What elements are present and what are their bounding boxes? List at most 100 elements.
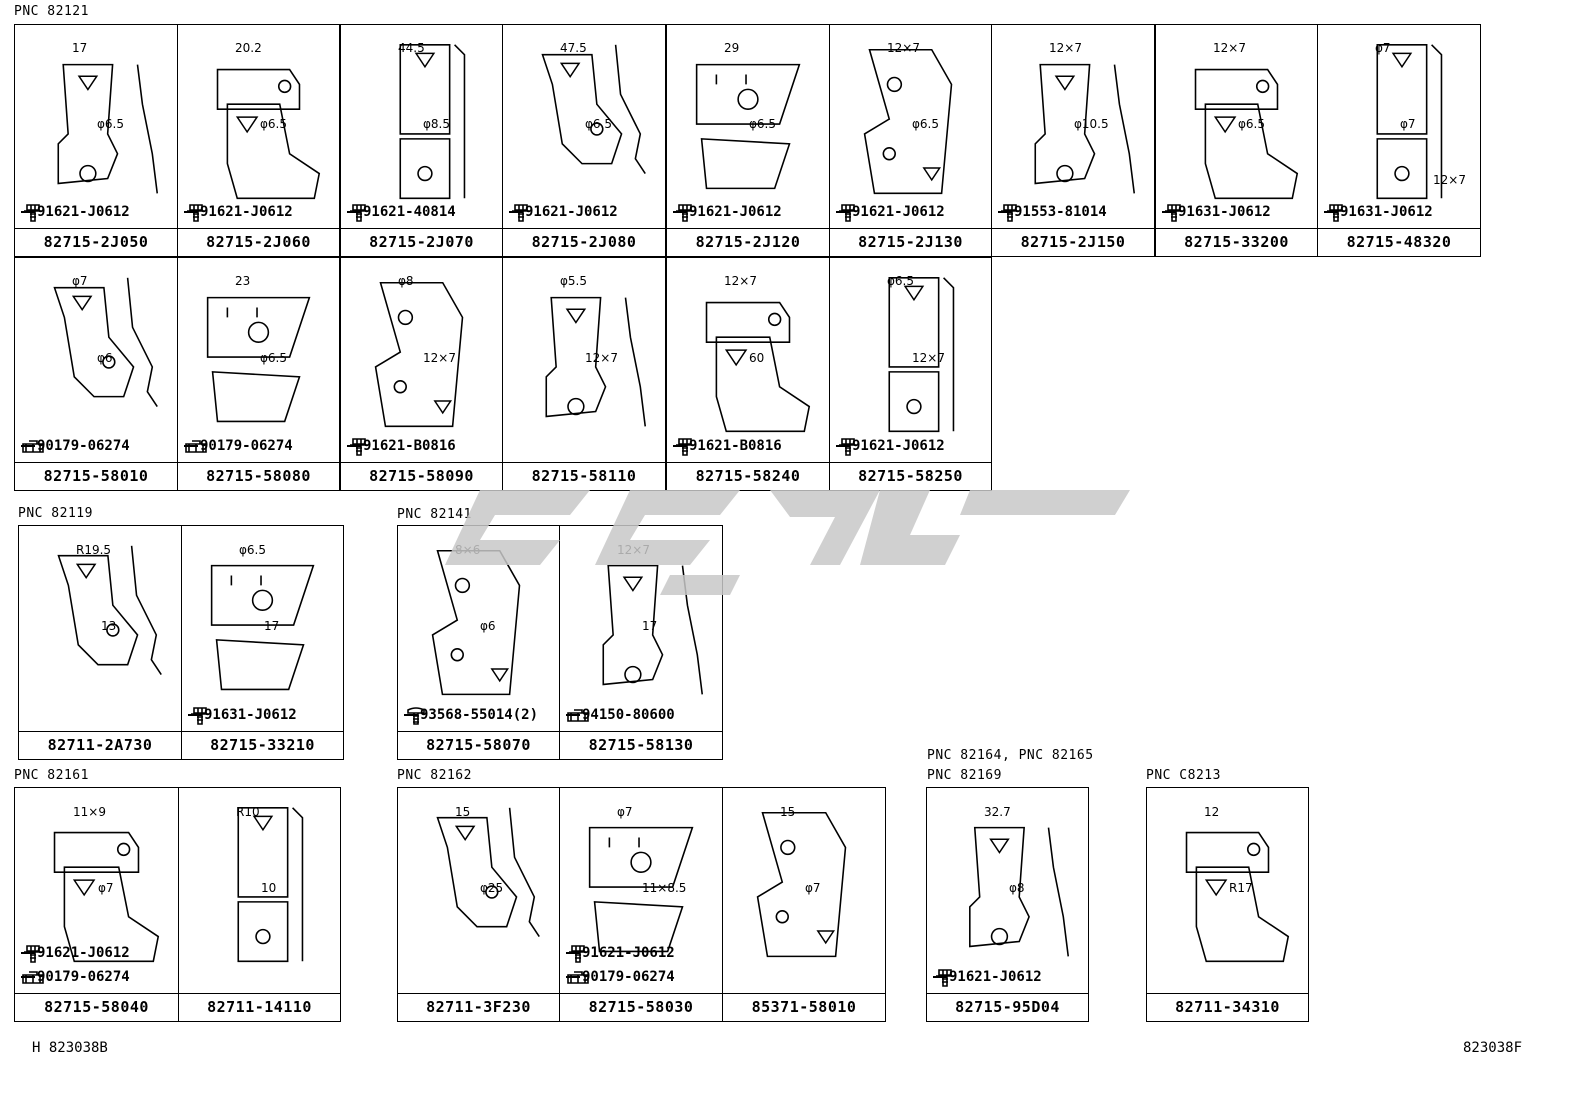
- fastener-callout: 91621-J0612: [673, 204, 782, 222]
- dimension-label: φ6: [97, 351, 113, 365]
- part-drawing-svg: [1194, 68, 1299, 200]
- part-drawing: [15, 258, 177, 462]
- part-number: 82715-58040: [15, 993, 178, 1021]
- part-drawing: [503, 258, 665, 462]
- part-number: 82715-58010: [15, 462, 177, 490]
- part-number: 82715-2J070: [341, 228, 502, 256]
- dimension-label: 15: [455, 805, 471, 819]
- pnc-label-82121: PNC 82121: [14, 4, 89, 19]
- dimension-label: φ7: [1375, 41, 1391, 55]
- part-number: 82715-58110: [503, 462, 665, 490]
- part-drawing-svg: [399, 44, 466, 200]
- part-drawing: [1318, 25, 1480, 228]
- watermark-logo: [445, 490, 1130, 595]
- part-drawing: [1156, 25, 1317, 228]
- part-number: 82715-2J150: [992, 228, 1154, 256]
- part-drawing: [19, 526, 181, 731]
- dimension-label: 10: [261, 881, 277, 895]
- part-drawing: [927, 788, 1088, 993]
- part-drawing-svg: [57, 63, 159, 194]
- part-drawing-svg: [756, 811, 847, 958]
- fastener-number: 90179-06274: [582, 969, 675, 985]
- dimension-label: 12×7: [724, 274, 757, 288]
- dimension-label: R10: [236, 805, 260, 819]
- part-drawing-svg: [216, 68, 321, 200]
- part-drawing-svg: [545, 296, 647, 427]
- part-drawing-svg: [541, 44, 646, 174]
- fastener-callout: 91631-J0612: [188, 707, 297, 725]
- part-drawing: [667, 258, 829, 462]
- part-drawing: [560, 788, 722, 993]
- part-number: 82715-58070: [398, 731, 559, 759]
- fastener-callout: 91553-81014: [998, 204, 1107, 222]
- part-drawing: [179, 788, 340, 993]
- fastener-number: 91621-J0612: [852, 438, 945, 454]
- part-number: 82711-14110: [179, 993, 340, 1021]
- fastener-callout: 91621-J0612: [184, 204, 293, 222]
- part-drawing-svg: [57, 545, 162, 675]
- fastener-callout: 91631-J0612: [1162, 204, 1271, 222]
- dimension-label: φ8.5: [423, 117, 450, 131]
- part-number: 82715-2J060: [178, 228, 339, 256]
- part-number: 82715-2J050: [15, 228, 177, 256]
- fastener-callout: 94150-80600: [566, 707, 675, 723]
- dimension-label: 11×9: [73, 805, 106, 819]
- part-drawing-svg: [1185, 831, 1290, 963]
- fastener-callout: 91631-J0612: [1324, 204, 1433, 222]
- dimension-label: 17: [264, 619, 280, 633]
- footer-left-code: H 823038B: [32, 1040, 108, 1056]
- part-drawing: [341, 25, 502, 228]
- dimension-label: φ6.5: [1238, 117, 1265, 131]
- part-drawing: [830, 258, 991, 462]
- part-number: 82715-2J120: [667, 228, 829, 256]
- part-number: 82715-58090: [341, 462, 502, 490]
- dimension-label: 32.7: [984, 805, 1011, 819]
- fastener-number: 91621-J0612: [200, 204, 293, 220]
- part-cell-82711-14110[interactable]: R10 10 82711-14110: [178, 787, 341, 1022]
- part-number: 82715-58130: [560, 731, 722, 759]
- pnc-label-c8213: PNC C8213: [1146, 768, 1221, 783]
- part-drawing-svg: [588, 826, 694, 953]
- dimension-label: φ6.5: [887, 274, 914, 288]
- part-drawing-svg: [237, 807, 304, 963]
- fastener-callout: 93568-55014(2): [404, 707, 538, 725]
- fastener-callout: 91621-J0612: [21, 204, 130, 222]
- dimension-label: 13: [101, 619, 117, 633]
- fastener-callout: 91621-J0612: [21, 945, 130, 963]
- dimension-label: 12: [1204, 805, 1220, 819]
- part-number: 82715-33200: [1156, 228, 1317, 256]
- dimension-label: R19.5: [76, 543, 112, 557]
- dimension-label: φ8: [1009, 881, 1025, 895]
- dimension-label: 15: [780, 805, 796, 819]
- fastener-callout: 90179-06274: [566, 969, 675, 985]
- part-drawing: [178, 258, 339, 462]
- dimension-label: 11×8.5: [642, 881, 687, 895]
- fastener-number: 91621-J0612: [582, 945, 675, 961]
- part-drawing: [341, 258, 502, 462]
- part-drawing: [1147, 788, 1308, 993]
- pnc-label-82162: PNC 82162: [397, 768, 472, 783]
- part-drawing-svg: [863, 48, 953, 195]
